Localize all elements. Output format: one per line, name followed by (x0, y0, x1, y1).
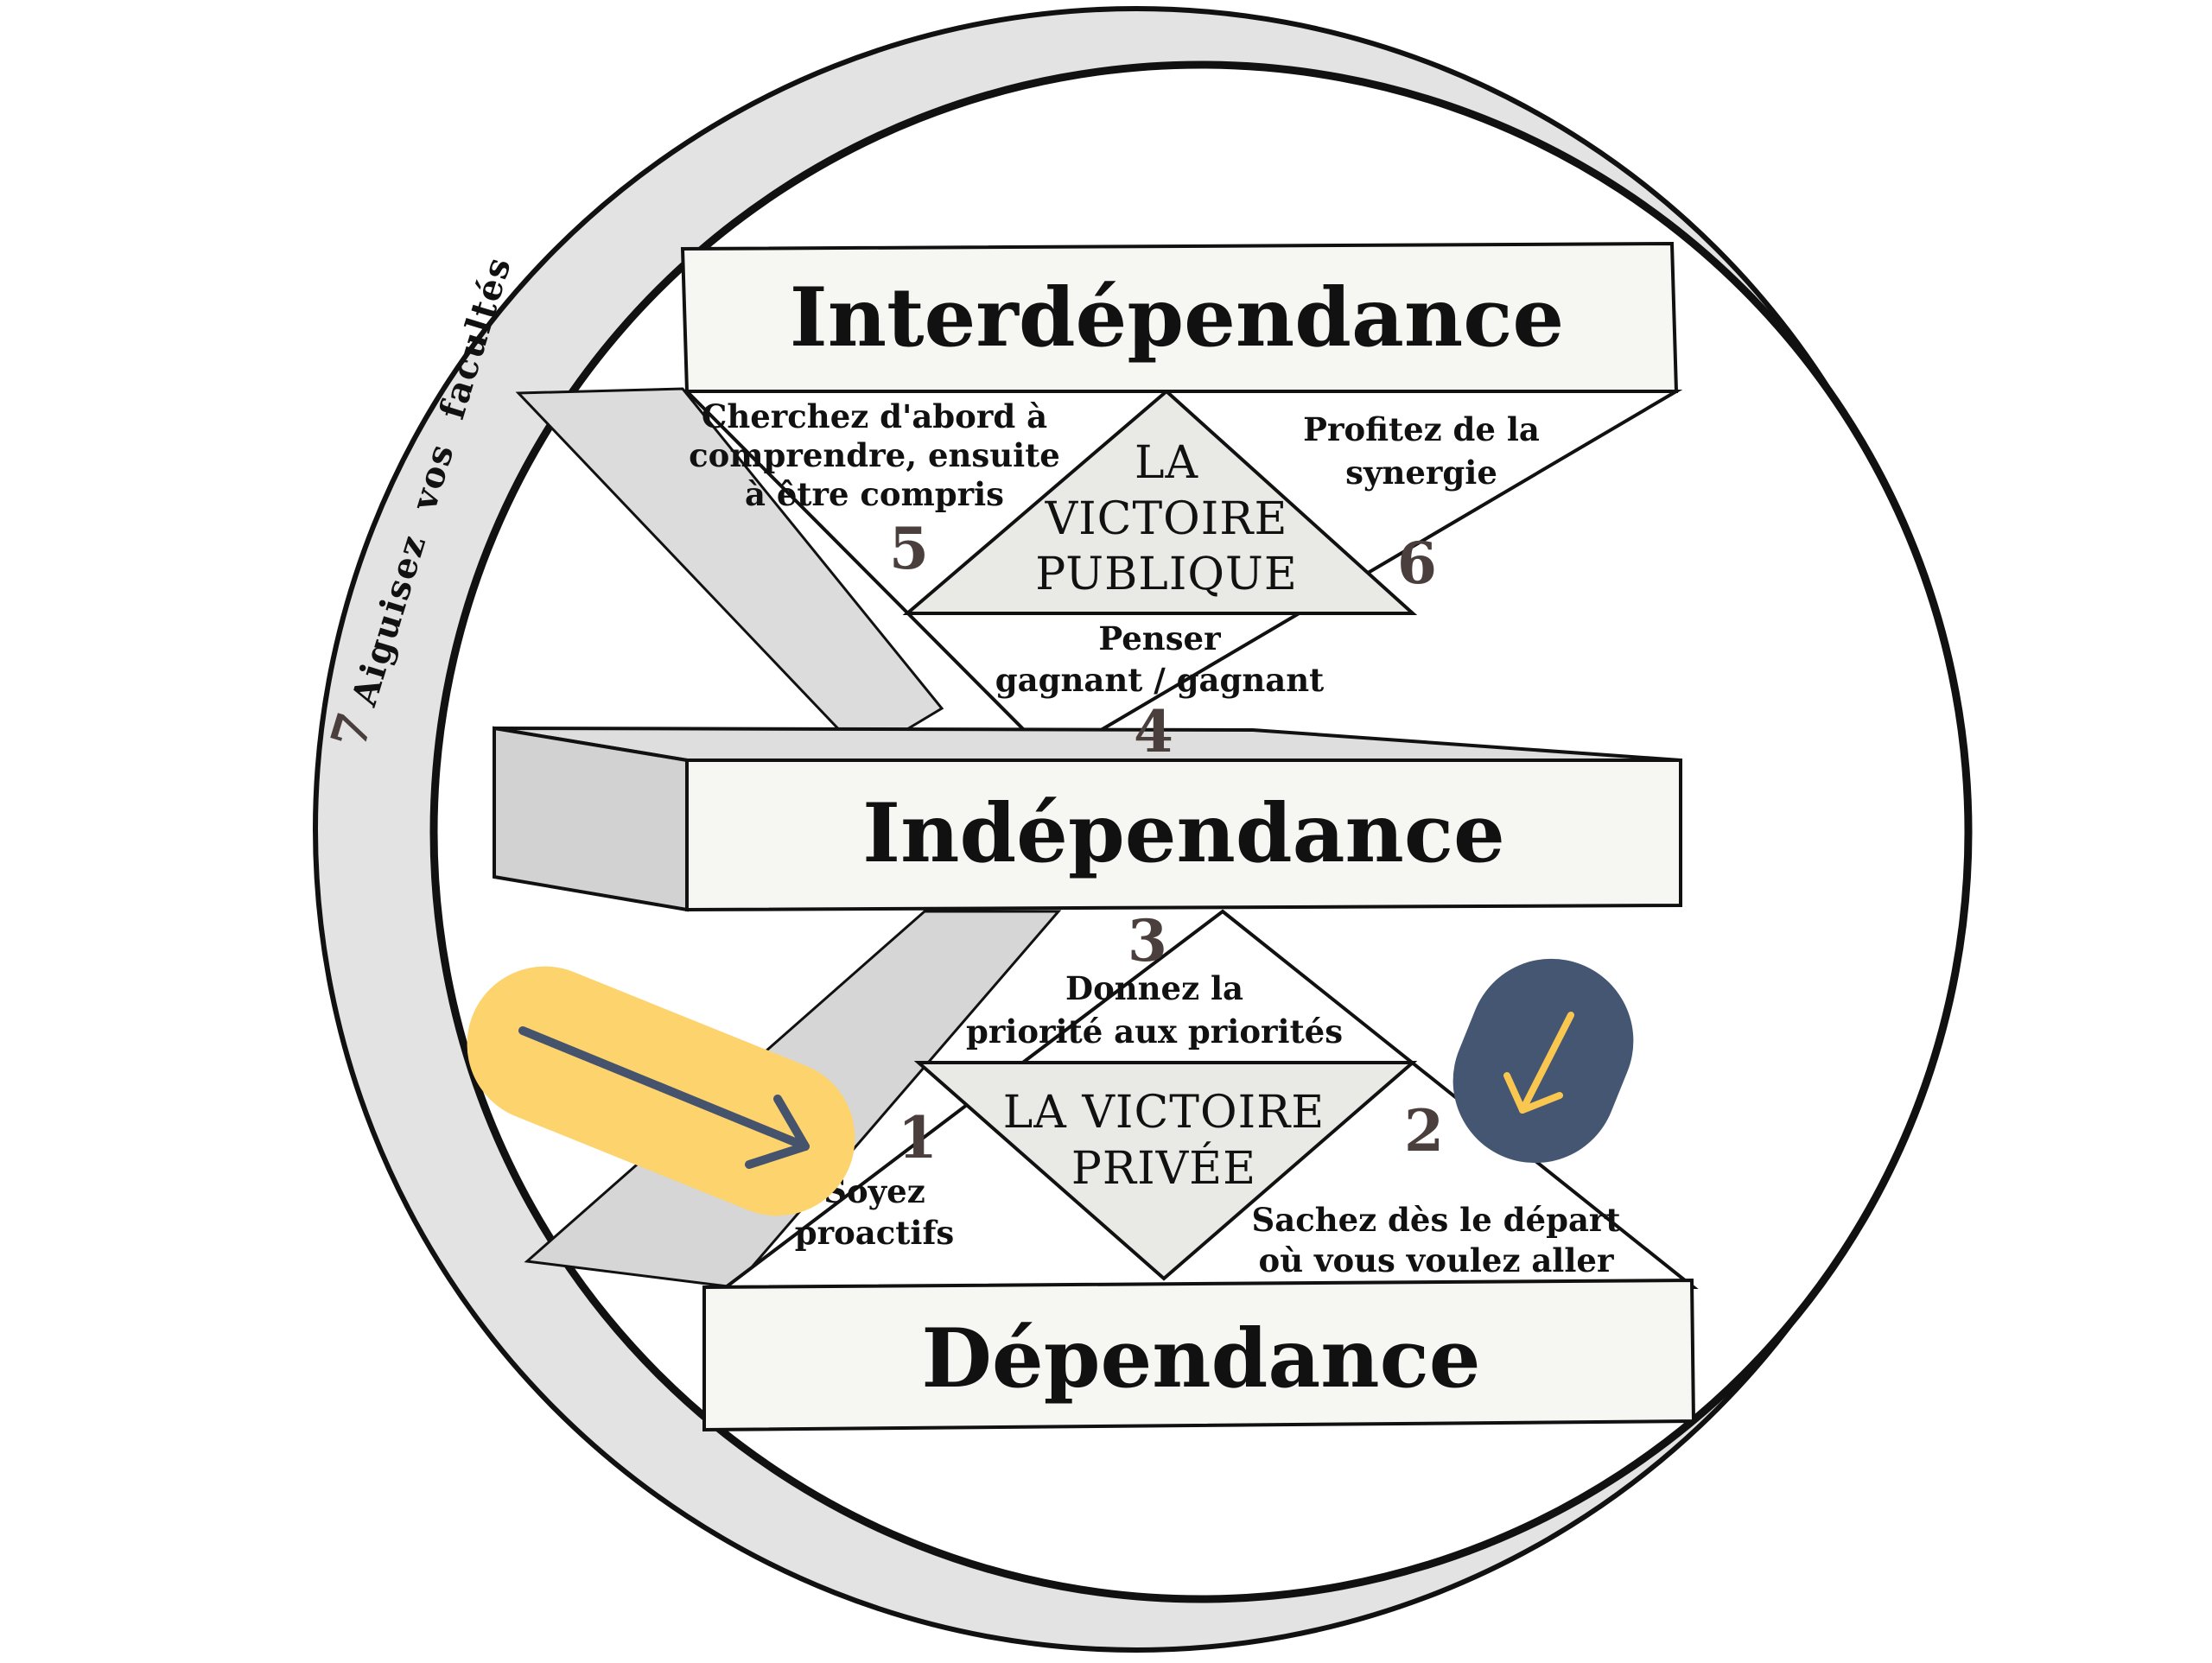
svg-text:Sachez dès le départ: Sachez dès le départ (1252, 1201, 1621, 1239)
habit-1-number: 1 (898, 1104, 938, 1171)
check-badge (1452, 958, 1634, 1164)
svg-text:Cherchez d'abord à: Cherchez d'abord à (702, 397, 1047, 435)
svg-text:PRIVÉE: PRIVÉE (1071, 1141, 1256, 1195)
svg-text:proactifs: proactifs (795, 1214, 954, 1252)
svg-text:Donnez la: Donnez la (1065, 969, 1243, 1007)
svg-text:LA: LA (1135, 437, 1199, 489)
habit-3-number: 3 (1128, 907, 1167, 974)
svg-text:LA VICTOIRE: LA VICTOIRE (1003, 1087, 1325, 1139)
habit-2: 2 Sachez dès le départ où vous voulez al… (1252, 1097, 1621, 1279)
independance-box-front (685, 759, 1682, 912)
svg-text:où vous voulez aller: où vous voulez aller (1259, 1241, 1614, 1279)
private-victory-triangle (913, 1061, 1418, 1281)
habit-5-number: 5 (889, 515, 929, 582)
svg-text:comprendre, ensuite: comprendre, ensuite (689, 436, 1060, 474)
checkmark-icon (1503, 1012, 1574, 1114)
independance-box: Indépendance (493, 726, 1682, 912)
svg-text:priorité aux priorités: priorité aux priorités (966, 1012, 1343, 1050)
habit-4-number: 4 (1134, 698, 1173, 765)
private-victory-label: LA VICTOIRE PRIVÉE (1003, 1087, 1325, 1195)
interdependance-box: Interdépendance (680, 241, 1679, 393)
svg-text:Profitez de la: Profitez de la (1303, 410, 1540, 448)
habit-6: Profitez de la synergie 6 (1303, 410, 1540, 597)
dependance-label: Dépendance (921, 1311, 1480, 1406)
svg-text:synergie: synergie (1345, 454, 1497, 492)
svg-text:VICTOIRE: VICTOIRE (1045, 493, 1288, 545)
independance-box-side (493, 726, 689, 912)
habit-2-number: 2 (1404, 1097, 1444, 1165)
habit-4: Penser gagnant / gagnant 4 (995, 619, 1324, 765)
habit-1: 1 Soyez proactifs (795, 1104, 954, 1252)
habit-6-number: 6 (1397, 530, 1437, 597)
svg-text:Penser: Penser (1098, 619, 1221, 657)
independance-label: Indépendance (862, 786, 1505, 881)
habit-3: 3 Donnez la priorité aux priorités (966, 907, 1343, 1050)
habit-5: Cherchez d'abord à comprendre, ensuite à… (689, 397, 1060, 582)
interdependance-label: Interdépendance (790, 270, 1565, 365)
arrow-badge (467, 966, 855, 1216)
svg-text:PUBLIQUE: PUBLIQUE (1035, 549, 1298, 600)
dependance-box: Dépendance (702, 1278, 1696, 1432)
svg-text:gagnant / gagnant: gagnant / gagnant (995, 661, 1324, 699)
public-victory-label: LA VICTOIRE PUBLIQUE (1035, 437, 1298, 600)
svg-text:à être compris: à être compris (745, 475, 1004, 513)
arrow-right-icon (518, 1026, 810, 1169)
